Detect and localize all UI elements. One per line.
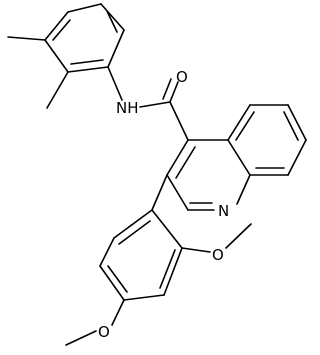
quinoline-ring	[166, 104, 307, 211]
quinoline-nitrogen-label: N	[218, 202, 229, 220]
bond	[235, 111, 255, 141]
bond	[227, 104, 251, 141]
bond	[139, 101, 171, 108]
bond	[113, 209, 153, 239]
bond	[123, 294, 165, 301]
bond	[236, 174, 251, 205]
bond	[162, 78, 172, 100]
bond	[166, 174, 189, 211]
bond	[52, 19, 71, 41]
methyl-bond	[46, 71, 69, 109]
bond	[118, 220, 151, 245]
methoxy-bond	[111, 299, 125, 326]
bond	[44, 11, 69, 41]
carbonyl-oxygen-label: O	[176, 68, 188, 86]
dimethoxyphenyl-ring	[65, 174, 252, 346]
bond	[106, 10, 118, 33]
bond	[44, 39, 69, 73]
bond	[169, 81, 179, 103]
bond	[100, 3, 125, 31]
bond	[163, 247, 183, 296]
bond	[169, 101, 189, 141]
amide-group	[107, 66, 189, 141]
bond	[107, 66, 123, 101]
ortho-methoxy-oxygen-label: O	[212, 246, 224, 264]
methoxy-bond	[65, 330, 97, 346]
bond	[99, 237, 115, 267]
molecule-structure: O NH N O O	[7, 3, 307, 346]
bond	[107, 29, 125, 68]
bond	[283, 111, 299, 141]
methoxy-bond	[181, 247, 211, 253]
bond	[99, 265, 125, 301]
bond	[175, 146, 196, 179]
amide-nh-label: NH	[116, 99, 139, 117]
bond	[107, 265, 128, 293]
dimethylphenyl-ring	[7, 3, 125, 109]
bond	[227, 139, 251, 176]
bond	[67, 3, 102, 13]
bond	[287, 139, 307, 176]
bond	[67, 66, 109, 73]
methyl-bond	[7, 36, 46, 41]
para-methoxy-oxygen-label: O	[98, 323, 110, 341]
bond	[287, 104, 307, 141]
methoxy-bond	[225, 223, 252, 249]
bond	[159, 249, 176, 289]
bond	[151, 209, 183, 249]
bond	[166, 139, 189, 176]
bond	[70, 59, 104, 65]
bond	[151, 174, 168, 211]
